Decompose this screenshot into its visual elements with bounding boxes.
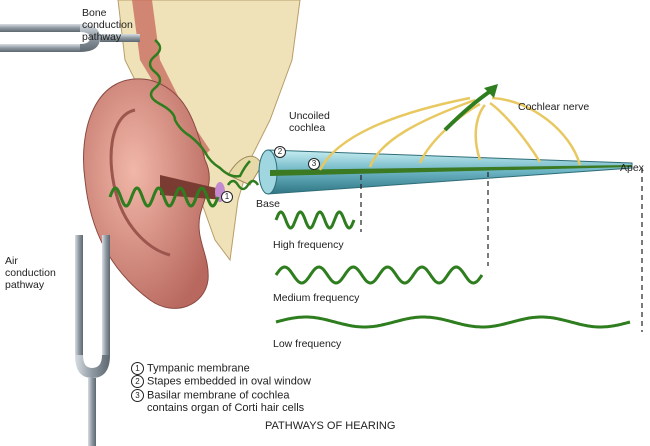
skin-layer (132, 0, 210, 160)
marker-1: 1 (221, 191, 233, 203)
cochlear-nerve-label: Cochlear nerve (518, 101, 590, 113)
legend-text-continued: contains organ of Corti hair cells (147, 402, 305, 415)
legend-text: Basilar membrane of cochlea (147, 389, 290, 402)
basilar-membrane (270, 165, 632, 176)
legend-number: 3 (131, 388, 144, 402)
low-frequency-wave (275, 315, 631, 329)
bone-conduction-wave (148, 39, 251, 178)
marker-2: 2 (274, 146, 286, 158)
nerve-direction-arrow (443, 88, 494, 132)
low-frequency-label: Low frequency (273, 338, 342, 350)
middle-ear-wave (226, 179, 260, 191)
figure-title: PATHWAYS OF HEARING (265, 420, 396, 432)
medium-frequency-label: Medium frequency (273, 292, 360, 304)
high-frequency-label: High frequency (273, 239, 344, 251)
bone-conduction-tuning-fork (0, 24, 140, 52)
air-conduction-wave (108, 186, 220, 208)
high-frequency-wave (274, 210, 356, 230)
legend-text: Tympanic membrane (147, 362, 250, 375)
air-conduction-tuning-fork (75, 235, 110, 446)
base-label: Base (256, 198, 280, 210)
outer-ear (83, 78, 210, 309)
apex-label: Apex (620, 162, 644, 174)
air-conduction-label: Air conduction pathway (5, 255, 56, 291)
medium-frequency-wave (274, 265, 484, 285)
bone-conduction-label: Bone conduction pathway (82, 7, 133, 43)
uncoiled-cochlea-label: Uncoiled cochlea (289, 110, 330, 134)
frequency-location-markers (360, 168, 643, 332)
legend-number: 2 (131, 375, 144, 389)
legend-text: Stapes embedded in oval window (147, 375, 311, 388)
legend-number: 1 (131, 362, 144, 375)
cochlear-nerve-fibers (318, 96, 582, 171)
marker-3: 3 (308, 158, 320, 170)
